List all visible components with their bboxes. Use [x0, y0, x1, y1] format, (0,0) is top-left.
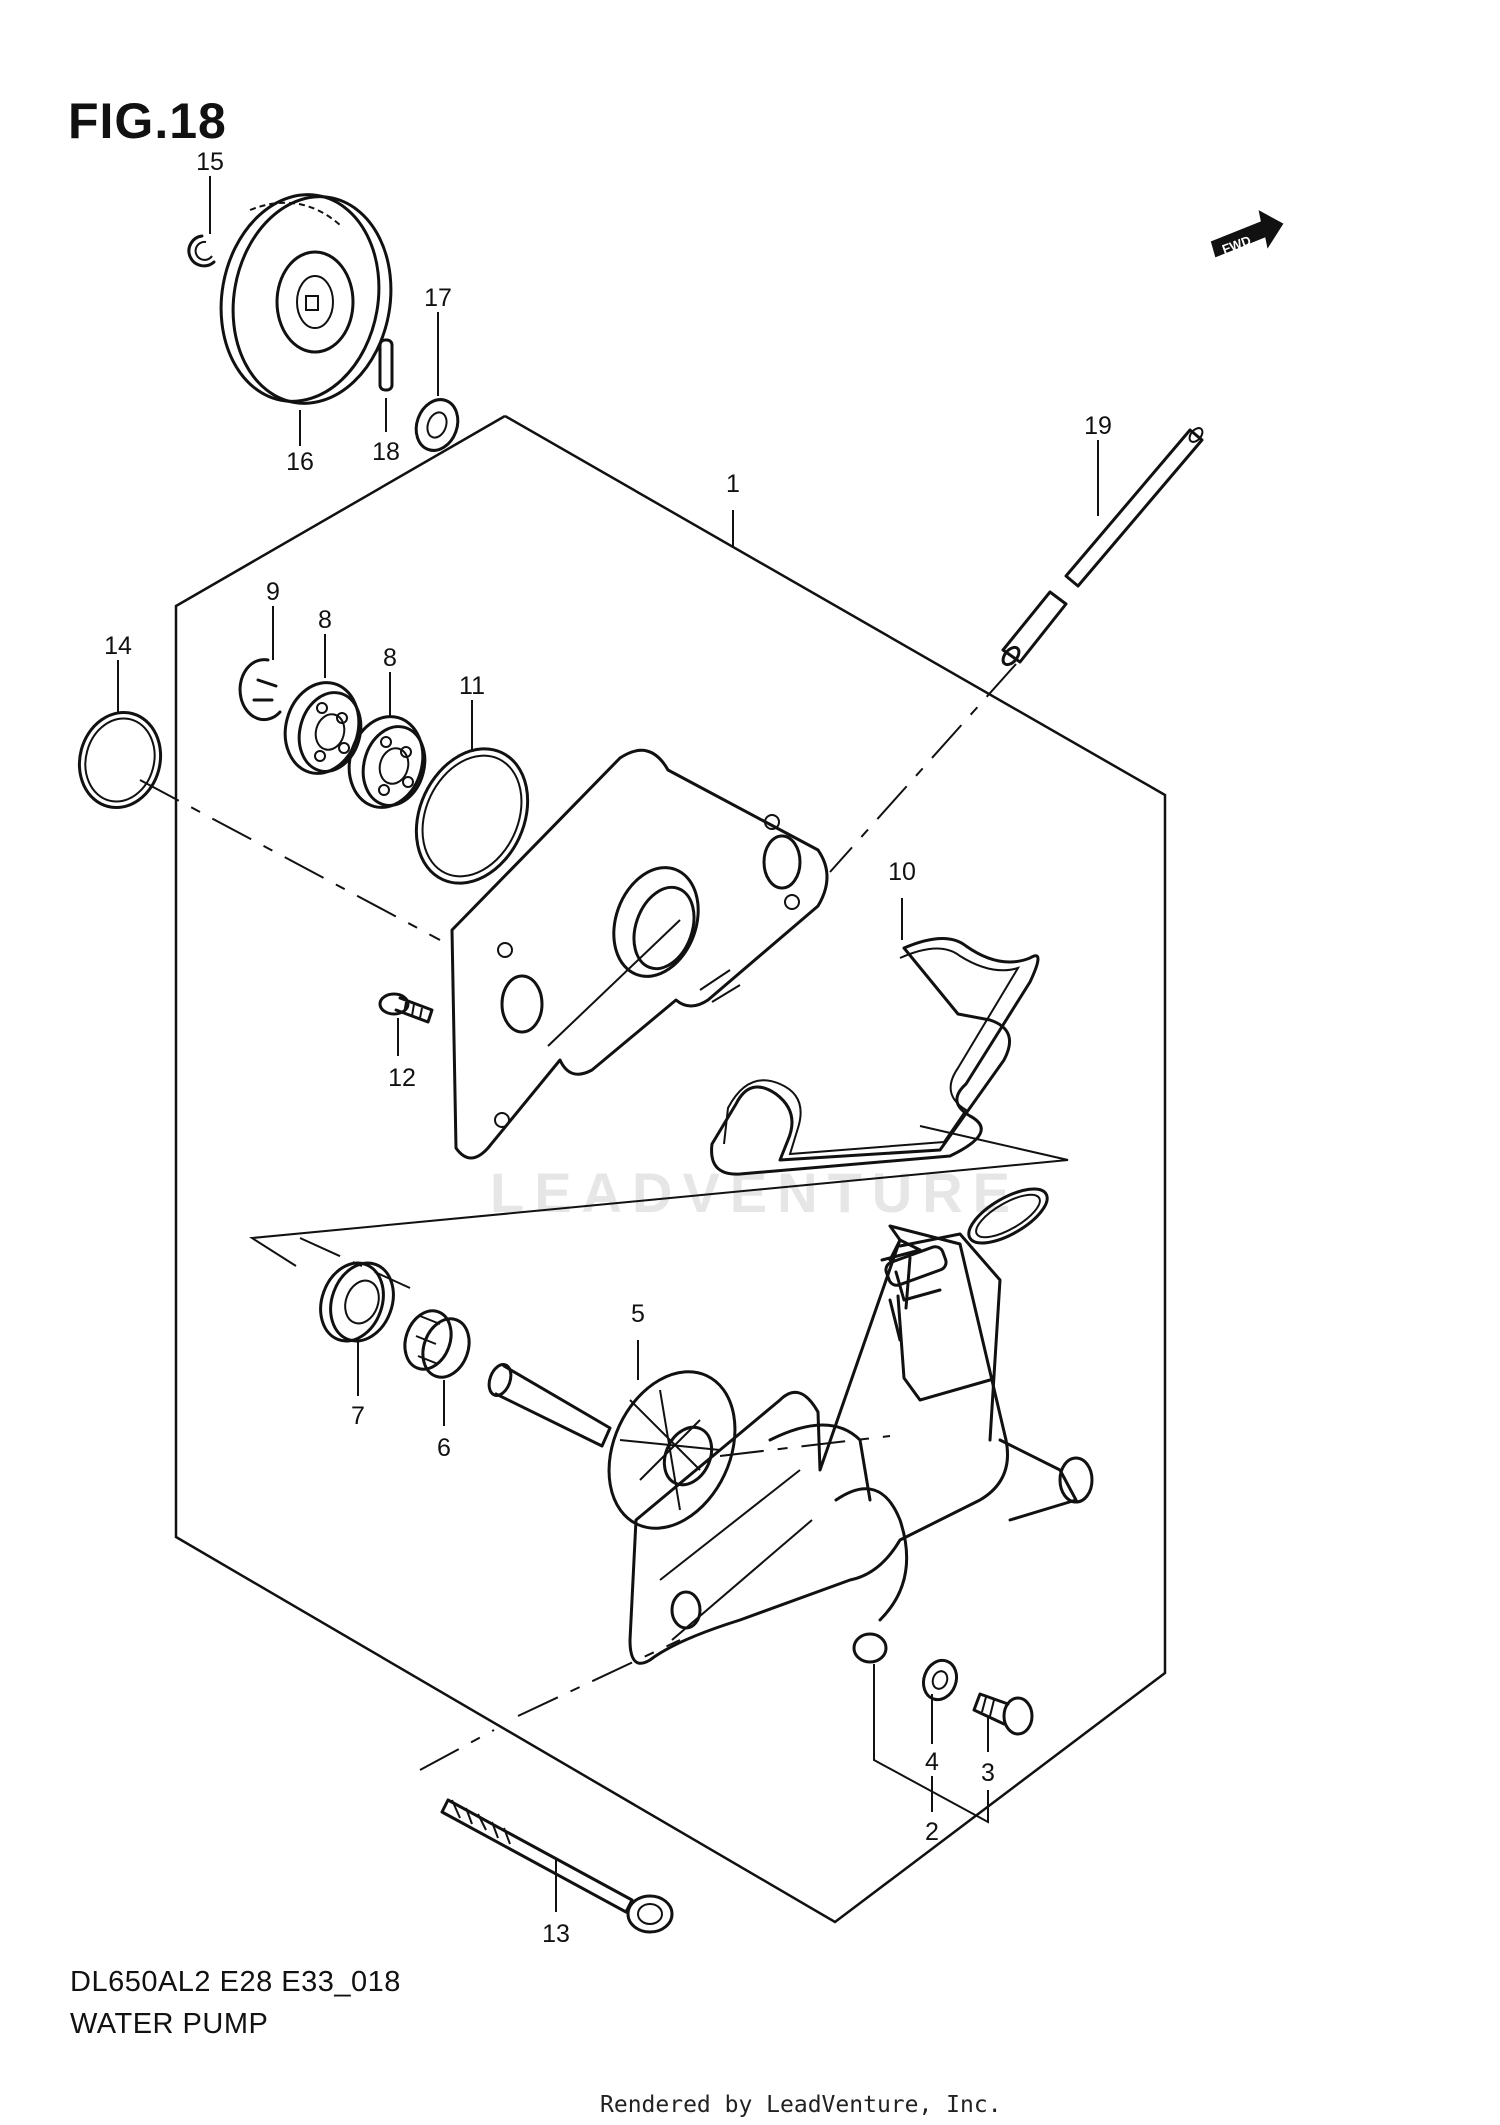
callout-8b: 8 — [383, 644, 397, 672]
callout-16: 16 — [286, 448, 314, 476]
part-13-long-bolt — [440, 1798, 674, 1934]
watermark-text: LEADVENTURE — [490, 1161, 1021, 1224]
part-4-washer — [921, 1658, 959, 1702]
alignment-line-shaft — [719, 1435, 891, 1457]
model-code: DL650AL2 E28 E33_018 — [70, 1966, 401, 1998]
callout-8a: 8 — [318, 606, 332, 634]
callout-19: 19 — [1084, 412, 1112, 440]
alignment-line-bottom — [419, 1729, 495, 1771]
callout-9: 9 — [266, 578, 280, 606]
callout-5: 5 — [631, 1300, 645, 1328]
part-18-pin — [378, 338, 394, 392]
pump-case-upper — [450, 748, 829, 1160]
callout-17: 17 — [424, 284, 452, 312]
callout-12: 12 — [388, 1064, 416, 1092]
callout-2: 2 — [925, 1818, 939, 1846]
callout-6: 6 — [437, 1434, 451, 1462]
section-name: WATER PUMP — [70, 2008, 269, 2040]
part-14-o-ring — [77, 710, 163, 810]
callout-13: 13 — [542, 1920, 570, 1948]
fwd-badge: FWD — [1210, 210, 1284, 258]
callout-10: 10 — [888, 858, 916, 886]
part-7-oil-seal — [319, 1261, 395, 1343]
leader-lines — [117, 176, 1099, 1912]
part-16-gear — [219, 193, 393, 405]
part-12-bolt — [378, 992, 434, 1024]
part-9-e-clip — [238, 658, 282, 722]
callout-4: 4 — [925, 1748, 939, 1776]
part-5-impeller — [487, 1363, 737, 1530]
part-8-bearing-a — [283, 681, 363, 775]
forward-arrow-icon — [1210, 210, 1284, 258]
part-11-o-ring — [414, 747, 530, 885]
callout-11: 11 — [459, 672, 485, 700]
alignment-line-14 — [139, 779, 441, 941]
gasket-wedge — [249, 1125, 1069, 1267]
alignment-line-19 — [829, 663, 1017, 873]
part-8-bearing-b — [347, 715, 427, 809]
callout-1: 1 — [726, 470, 740, 498]
part-17-washer — [414, 398, 460, 452]
callout-18: 18 — [372, 438, 400, 466]
callout-3: 3 — [981, 1759, 995, 1787]
callout-15: 15 — [196, 148, 224, 176]
part-3-bolt — [972, 1692, 1034, 1736]
render-credit: Rendered by LeadVenture, Inc. — [600, 2092, 1002, 2118]
pump-cover-lower — [628, 1187, 1094, 1665]
part-10-gasket — [710, 936, 1040, 1176]
callout-14: 14 — [104, 632, 132, 660]
part-19-pipe — [1001, 427, 1204, 667]
part-6-mechanical-seal — [403, 1309, 471, 1379]
alignment-line-lower-left — [299, 1237, 411, 1289]
callout-7: 7 — [351, 1402, 365, 1430]
alignment-line-13 — [517, 1639, 681, 1717]
assembly-frame — [174, 414, 1167, 1924]
figure-title: FIG.18 — [68, 93, 227, 149]
part-15-circlip — [187, 234, 216, 268]
